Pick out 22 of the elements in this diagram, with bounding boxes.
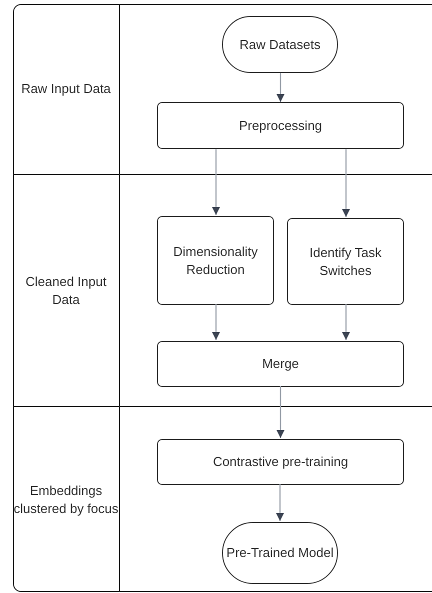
process-box — [157, 216, 274, 305]
node-label: Raw Datasets — [240, 36, 320, 54]
arrow — [212, 149, 220, 215]
arrow — [342, 149, 350, 217]
lane-label: Raw Input Data — [20, 80, 112, 98]
arrow — [276, 484, 284, 521]
arrow — [276, 386, 284, 438]
node-label: Preprocessing — [238, 116, 322, 134]
node-label: Contrastive pre-training — [212, 453, 348, 471]
lane-label: Embeddings clustered by focus — [13, 482, 119, 518]
node-label: Merge — [262, 355, 299, 373]
process-box — [287, 218, 404, 305]
lane-label: Cleaned Input Data — [24, 272, 108, 308]
node-label: Identify Task Switches — [308, 244, 383, 280]
arrow — [276, 73, 284, 102]
arrow — [212, 304, 220, 340]
process-box — [157, 102, 404, 149]
node-label: Dimensionality Reduction — [172, 242, 259, 278]
arrow — [342, 304, 350, 340]
node-label: Pre-Trained Model — [226, 544, 334, 562]
process-box — [157, 341, 404, 387]
process-box — [157, 439, 404, 485]
